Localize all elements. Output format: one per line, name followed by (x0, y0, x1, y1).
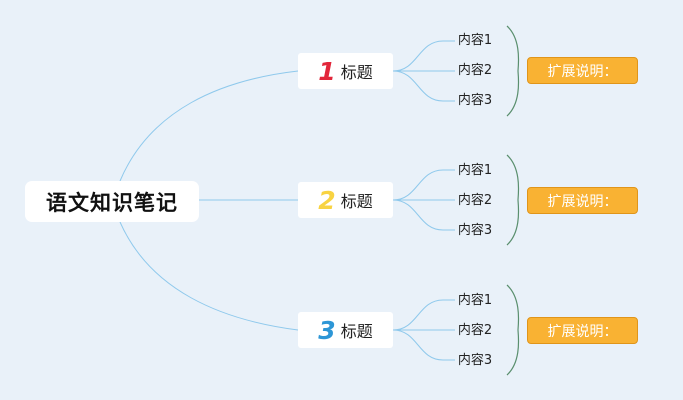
topic-3-note-label: 扩展说明： (547, 323, 618, 340)
topic-2[interactable]: 2 标题 (298, 182, 393, 218)
topic-label-1: 标题 (340, 63, 373, 82)
topic-3-item-3[interactable]: 内容3 (457, 353, 493, 368)
topic-2-to-item-1-line (392, 169, 455, 201)
topic-1-to-item-1-line (392, 40, 455, 72)
topic-1-to-item-3-line (392, 70, 455, 102)
root-to-topic-1-line (119, 70, 299, 182)
topic-2-item-2[interactable]: 内容2 (457, 193, 493, 208)
topic-3-item-1[interactable]: 内容1 (457, 293, 493, 308)
topic-3-bracket (506, 284, 520, 376)
topic-number-1: 1 (318, 56, 336, 86)
topic-1-item-3[interactable]: 内容3 (457, 93, 493, 108)
topic-1-note[interactable]: 扩展说明： (527, 57, 638, 84)
topic-2-note-label: 扩展说明： (547, 193, 618, 210)
topic-1-note-label: 扩展说明： (547, 63, 618, 80)
topic-1[interactable]: 1 标题 (298, 53, 393, 89)
central-topic-label: 语文知识笔记 (46, 190, 178, 215)
topic-label-2: 标题 (340, 192, 373, 211)
summary-brackets (506, 25, 520, 376)
topic-3-item-2[interactable]: 内容2 (457, 323, 493, 338)
topic-number-2: 2 (318, 185, 336, 215)
topic-connectors (392, 40, 455, 361)
topic-2-item-1[interactable]: 内容1 (457, 163, 493, 178)
topic-1-bracket (506, 25, 520, 117)
topic-number-3: 3 (318, 315, 336, 345)
root-connectors (119, 70, 299, 331)
topic-label-3: 标题 (340, 322, 373, 341)
central-topic[interactable]: 语文知识笔记 (25, 181, 199, 222)
topic-3-to-item-3-line (392, 329, 455, 361)
topic-3[interactable]: 3 标题 (298, 312, 393, 348)
topic-1-item-2[interactable]: 内容2 (457, 63, 493, 78)
topic-2-bracket (506, 154, 520, 246)
topic-2-item-3[interactable]: 内容3 (457, 223, 493, 238)
topic-1-item-1[interactable]: 内容1 (457, 33, 493, 48)
topic-2-note[interactable]: 扩展说明： (527, 187, 638, 214)
topic-2-to-item-3-line (392, 199, 455, 231)
topic-3-note[interactable]: 扩展说明： (527, 317, 638, 344)
root-to-topic-3-line (119, 221, 299, 331)
topic-3-to-item-1-line (392, 299, 455, 331)
